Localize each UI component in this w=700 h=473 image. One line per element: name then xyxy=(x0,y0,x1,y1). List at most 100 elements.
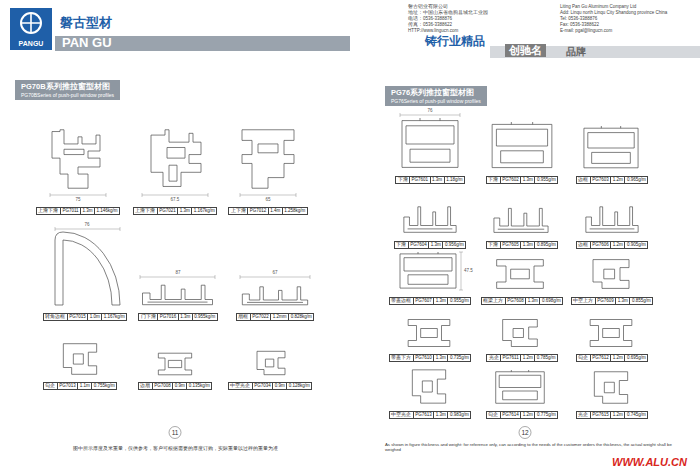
profile-caption-table: 下滑PG76011.3m1.18g/m xyxy=(395,176,465,184)
profile-caption-table: 上下滑PG70121.4m1.258kg/m xyxy=(228,207,308,215)
unit-weight: 0.983g/m xyxy=(447,412,470,418)
unit-weight: 0.135kg/m xyxy=(186,383,211,389)
part-name: 带盖边框 xyxy=(390,298,413,304)
company-info: Tel: 0536-3388876 xyxy=(560,16,597,21)
part-name: 光企 xyxy=(487,355,500,361)
part-code: PG7013 xyxy=(57,383,78,389)
profile-caption-table: 下滑PG76021.3m0.955g/m xyxy=(486,176,558,184)
series-title: PG76系列推拉窗型材图 xyxy=(391,88,481,98)
profile-caption-table: 光企PG76151.2m0.745g/m xyxy=(576,411,648,419)
part-name: 勾企 xyxy=(487,412,500,418)
wall-thickness: 1.2m xyxy=(610,412,624,418)
part-name: 门下滑 xyxy=(139,314,157,320)
unit-weight: 0.965g/m xyxy=(624,177,647,183)
unit-weight: 0.695g/m xyxy=(624,355,647,361)
unit-weight: 0.955kg/m xyxy=(192,314,217,320)
profile-caption-table: 转角边框PG70151.0m1.167kg/m xyxy=(43,313,128,321)
unit-weight: 1.258kg/m xyxy=(282,208,307,214)
unit-weight: 0.828kg/m xyxy=(288,314,313,320)
part-name: 扇框 xyxy=(237,314,250,320)
unit-weight: 0.955g/m xyxy=(447,298,470,304)
dimension: 65 xyxy=(265,197,270,202)
wall-thickness: 1.3m xyxy=(520,242,534,248)
profile-caption-table: 下滑PG76051.3m0.895g/m xyxy=(486,241,558,249)
page-number: 11 xyxy=(172,429,179,436)
part-code: PG7615 xyxy=(590,412,611,418)
part-code: PG7021 xyxy=(157,208,178,214)
wall-thickness: 1.3m xyxy=(525,298,539,304)
part-name: 上下滑 xyxy=(229,208,247,214)
part-code: PG7605 xyxy=(500,242,521,248)
unit-weight: 0.698g/m xyxy=(539,298,562,304)
footnote: As shown in figure thickness and weight:… xyxy=(385,443,685,453)
profile-caption-table: 勾企PG76141.2m0.775g/m xyxy=(486,411,558,419)
wall-thickness: 1.3m xyxy=(177,208,191,214)
company-info: 地址：中国山东省临朐县城北工业园 xyxy=(408,10,488,15)
profile-caption-table: 带盖下方PG76101.3m0.735g/m xyxy=(389,354,471,362)
part-code: PG7602 xyxy=(500,177,521,183)
profile-caption-table: 中空光企PG76131.3m0.983g/m xyxy=(389,411,471,419)
wall-thickness: 1.1m xyxy=(77,383,91,389)
unit-weight: 0.956g/m xyxy=(442,242,465,248)
profile-caption-table: 边框PG76061.2m0.905g/m xyxy=(576,241,648,249)
dimension: 47.5 xyxy=(464,268,473,273)
part-code: PG7022 xyxy=(250,314,271,320)
unit-weight: 0.775g/m xyxy=(534,412,557,418)
wall-thickness: 1.3m xyxy=(615,298,629,304)
wall-thickness: 1.3m xyxy=(433,412,447,418)
profile-caption-table: 带盖边框PG76071.3m0.955g/m xyxy=(389,297,471,305)
part-name: 光企 xyxy=(577,412,590,418)
profile-caption-table: 框梁上方PG76081.3m0.698g/m xyxy=(481,297,563,305)
series-title-band: PG76系列推拉窗型材图PG76Series of push-pull wind… xyxy=(385,86,487,106)
part-code: PG7612 xyxy=(590,355,611,361)
series-title: PG70B系列推拉窗型材图 xyxy=(21,82,114,92)
part-code: PG7611 xyxy=(500,355,520,361)
unit-weight: 1.167kg/m xyxy=(101,314,126,320)
profile-caption-table: 下滑PG76041.3m0.956g/m xyxy=(394,241,466,249)
part-name: 下滑 xyxy=(396,177,409,183)
profile-caption-table: 光企PG76111.2m0.785g/m xyxy=(486,354,558,362)
wall-thickness: 1.2m xyxy=(610,355,624,361)
profile-caption-table: 中空光企PG70340.9m0.128kg/m xyxy=(228,382,313,390)
part-name: 上滑下滑 xyxy=(134,208,157,214)
profile-caption-table: 勾企PG70131.1m0.755kg/m xyxy=(43,382,118,390)
wall-thickness: 1.3m xyxy=(80,208,94,214)
dimension: 76 xyxy=(84,222,89,227)
part-code: PG7034 xyxy=(252,383,273,389)
company-info: 电话：0536-3388876 xyxy=(408,16,452,21)
dimension: 67.5 xyxy=(171,197,180,202)
unit-weight: 0.745g/m xyxy=(624,412,647,418)
part-name: 下滑 xyxy=(487,242,500,248)
profile-caption-table: 上滑下滑PG70111.3m1.146kg/m xyxy=(36,207,120,215)
slogan: 品牌 xyxy=(566,46,586,58)
part-name: 边扇 xyxy=(139,383,152,389)
unit-weight: 0.895g/m xyxy=(534,242,557,248)
part-name: 边框 xyxy=(577,242,590,248)
company-info: Liting Pan Gu Aluminum Company Ltd xyxy=(560,4,636,9)
series-subtitle: PG70BSeries of push-pull window profiles xyxy=(21,92,114,99)
unit-weight: 0.735g/m xyxy=(447,355,470,361)
footnote: 图中所示厚度及米重量，仅供参考，客户可根据需要的厚度订购，实际重量以过秤的重量为… xyxy=(73,446,278,451)
wall-thickness: 1.3m xyxy=(428,242,442,248)
part-code: PG7610 xyxy=(413,355,434,361)
profile-caption-table: 边框PG76031.2m0.965g/m xyxy=(576,176,648,184)
dimension: 87 xyxy=(175,270,180,275)
unit-weight: 1.167kg/m xyxy=(191,208,216,214)
dimension: 76 xyxy=(427,108,432,113)
profile-caption-table: 勾企PG76121.2m0.695g/m xyxy=(576,354,648,362)
dimension: 75 xyxy=(75,197,80,202)
unit-weight: 1.146kg/m xyxy=(94,208,119,214)
company-info: Fax: 0536-3388622 xyxy=(560,22,599,27)
company-info: Add: Linqu north Linqu City Shandong pro… xyxy=(560,10,667,15)
part-code: PG7601 xyxy=(409,177,430,183)
unit-weight: 0.955g/m xyxy=(534,177,557,183)
slogan: 铸行业精品 xyxy=(425,35,485,49)
wall-thickness: 1.3m xyxy=(430,177,444,183)
company-info: 磐古铝业有限公司 xyxy=(408,4,448,9)
part-name: 中空光企 xyxy=(229,383,252,389)
part-code: PG7016 xyxy=(157,314,178,320)
company-info: 传真：0536-3388622 xyxy=(408,22,452,27)
wall-thickness: 1.4m xyxy=(268,208,282,214)
part-name: 勾企 xyxy=(577,355,590,361)
